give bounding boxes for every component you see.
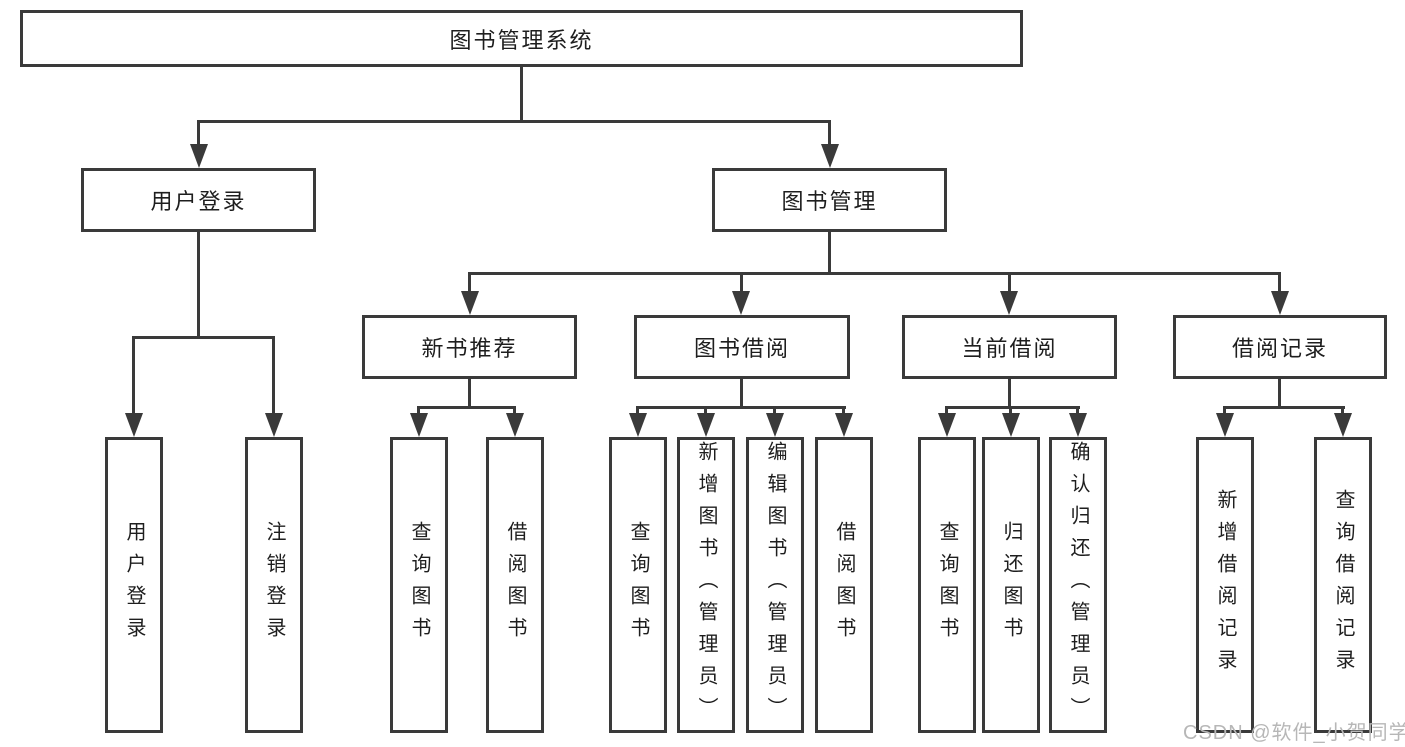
arrow-leaf	[697, 413, 715, 437]
connector-leaf-drop	[1009, 406, 1012, 416]
arrow-borrow-record	[1271, 291, 1289, 315]
leaf-add-borrow-record: 新增借阅记录	[1196, 437, 1254, 733]
connector-leaf-drop	[417, 406, 420, 416]
connector-leaf-drop	[1076, 406, 1079, 416]
connector-current-borrow-stem	[1008, 377, 1011, 406]
connector-new-book-drop	[468, 272, 471, 294]
arrow-leaf	[410, 413, 428, 437]
connector-borrow-record-hline	[1223, 406, 1345, 409]
arrow-leaf	[629, 413, 647, 437]
node-borrow-record-label: 借阅记录	[1231, 336, 1328, 361]
leaf-query-borrow-record: 查询借阅记录	[1314, 437, 1372, 733]
connector-borrow-record-stem	[1278, 377, 1281, 406]
arrow-leaf	[1002, 413, 1020, 437]
connector-user-login-hline	[132, 336, 275, 339]
node-root: 图书管理系统	[20, 10, 1023, 67]
leaf-borrow-books: 借阅图书	[486, 437, 544, 733]
connector-new-book-hline	[417, 406, 516, 409]
connector-current-borrow-drop	[1008, 272, 1011, 294]
connector-borrow-record-drop	[1278, 272, 1281, 294]
connector-new-book-stem	[468, 377, 471, 406]
node-book-mgmt-label: 图书管理	[781, 189, 878, 214]
leaf-borrow-books: 借阅图书	[815, 437, 873, 733]
arrow-leaf	[265, 413, 283, 437]
connector-level3-hline	[468, 272, 1281, 275]
node-current-borrow-label: 当前借阅	[961, 336, 1058, 361]
arrow-leaf	[766, 413, 784, 437]
leaf-query-books: 查询图书	[609, 437, 667, 733]
leaf-query-books: 查询图书	[390, 437, 448, 733]
connector-user-login-drop	[197, 120, 200, 150]
connector-book-borrow-drop	[740, 272, 743, 294]
node-book-borrow: 图书借阅	[634, 315, 850, 379]
connector-leaf-drop	[842, 406, 845, 416]
connector-book-borrow-hline	[636, 406, 846, 409]
arrow-leaf	[1069, 413, 1087, 437]
connector-leaf-drop	[636, 406, 639, 416]
connector-leaf-drop	[513, 406, 516, 416]
arrow-book-mgmt	[821, 144, 839, 168]
arrow-current-borrow	[1000, 291, 1018, 315]
connector-leaf-drop	[1341, 406, 1344, 416]
node-new-book-recommend: 新书推荐	[362, 315, 577, 379]
leaf-user-login: 用户登录	[105, 437, 163, 733]
connector-leaf-drop	[945, 406, 948, 416]
arrow-leaf	[125, 413, 143, 437]
arrow-leaf	[1334, 413, 1352, 437]
leaf-query-books: 查询图书	[918, 437, 976, 733]
connector-leaf-drop	[1223, 406, 1226, 416]
connector-leaf-drop	[132, 336, 135, 414]
connector-leaf-drop	[773, 406, 776, 416]
arrow-leaf	[506, 413, 524, 437]
connector-leaf-drop	[704, 406, 707, 416]
leaf-logout: 注销登录	[245, 437, 303, 733]
connector-level2-hline	[197, 120, 831, 123]
connector-root-drop	[520, 66, 523, 120]
node-borrow-record: 借阅记录	[1173, 315, 1387, 379]
arrow-user-login	[190, 144, 208, 168]
connector-current-borrow-hline	[945, 406, 1080, 409]
node-new-book-recommend-label: 新书推荐	[421, 336, 518, 361]
connector-user-login-stem	[197, 230, 200, 336]
arrow-new-book	[461, 291, 479, 315]
node-book-borrow-label: 图书借阅	[693, 336, 790, 361]
arrow-book-borrow	[732, 291, 750, 315]
node-user-login: 用户登录	[81, 168, 316, 232]
leaf-return-books: 归还图书	[982, 437, 1040, 733]
connector-book-borrow-stem	[740, 377, 743, 406]
connector-book-mgmt-stem	[828, 230, 831, 272]
arrow-leaf	[938, 413, 956, 437]
arrow-leaf	[835, 413, 853, 437]
node-current-borrow: 当前借阅	[902, 315, 1117, 379]
leaf-confirm-return-admin: 确认归还（管理员）	[1049, 437, 1107, 733]
arrow-leaf	[1216, 413, 1234, 437]
leaf-edit-books-admin: 编辑图书（管理员）	[746, 437, 804, 733]
csdn-watermark: CSDN @软件_小贺同学	[1183, 722, 1405, 744]
node-user-login-label: 用户登录	[150, 189, 247, 214]
leaf-add-books-admin: 新增图书（管理员）	[677, 437, 735, 733]
node-book-mgmt: 图书管理	[712, 168, 947, 232]
connector-book-mgmt-drop	[828, 120, 831, 150]
node-root-label: 图书管理系统	[449, 27, 594, 53]
connector-leaf-drop	[272, 336, 275, 414]
